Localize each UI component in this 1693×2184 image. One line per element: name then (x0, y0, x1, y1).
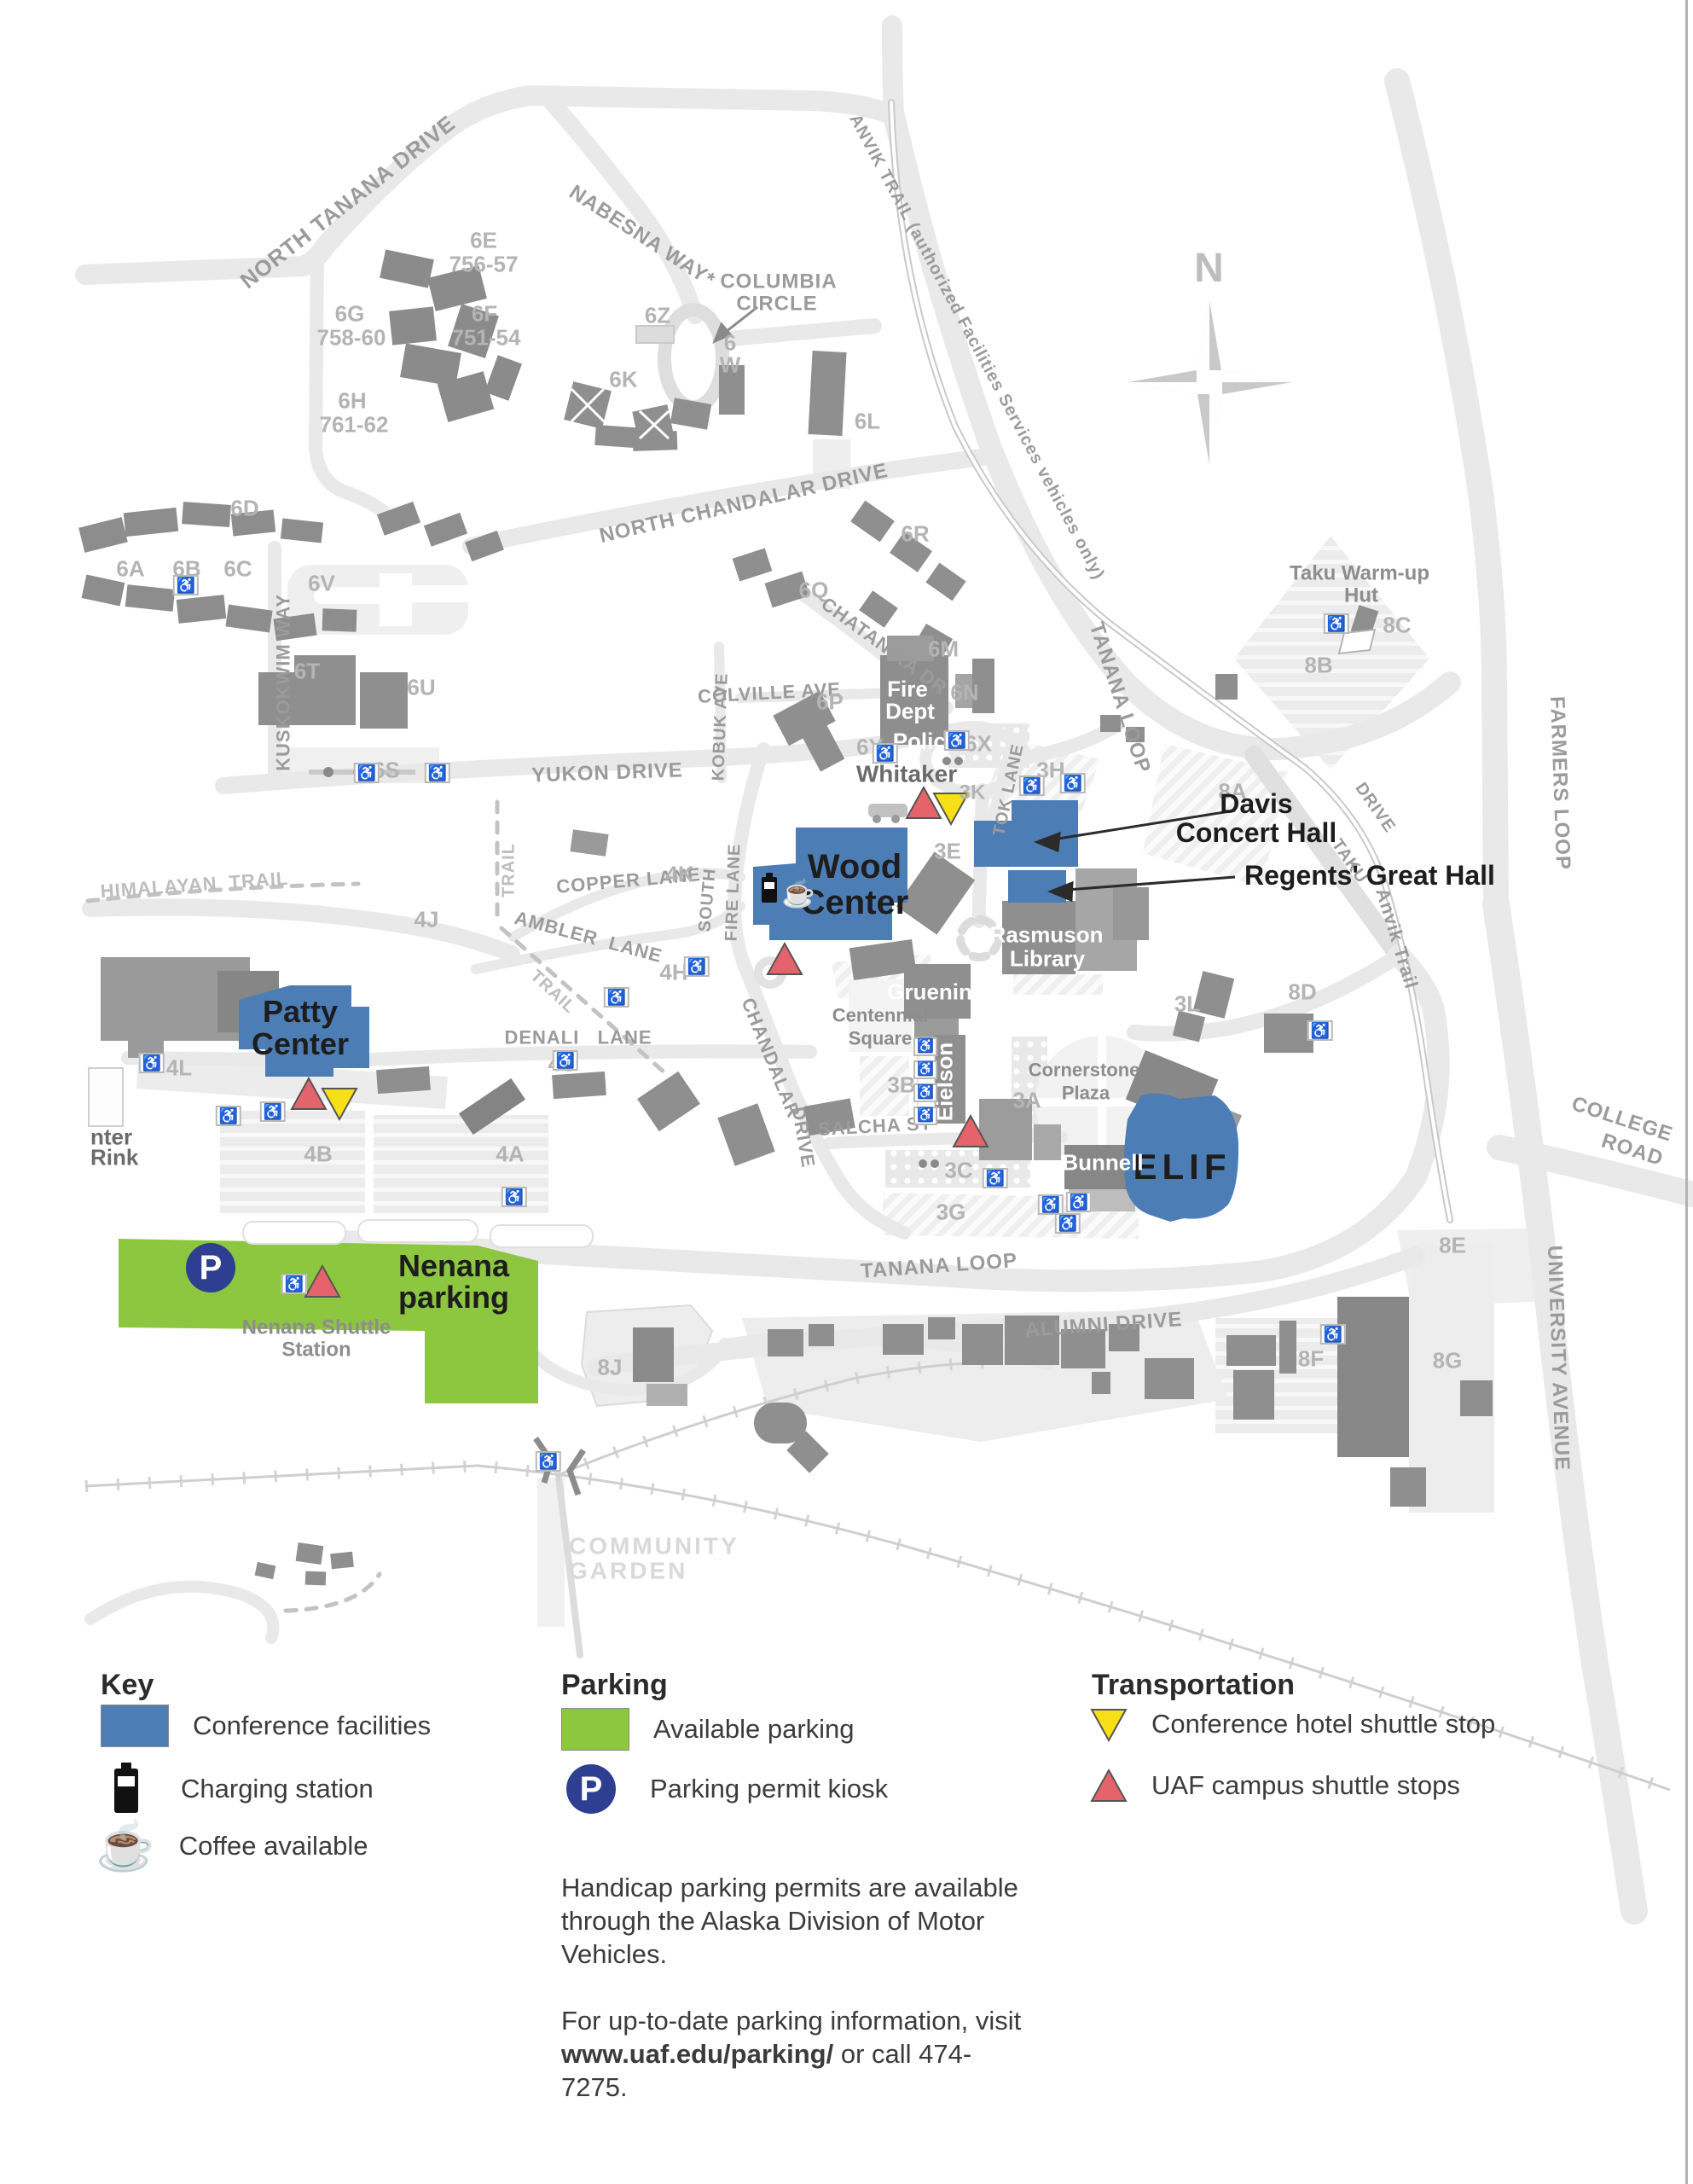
legend-row-campus-shuttle: UAF campus shuttle stops (1090, 1768, 1460, 1804)
rail-crossing-gate (566, 1449, 586, 1496)
motorcycle-parking-icon (919, 1159, 927, 1168)
legend-row-available-parking: Available parking (561, 1708, 855, 1751)
elif-building (1123, 1093, 1239, 1222)
parking-url[interactable]: www.uaf.edu/parking/ (561, 2039, 834, 2070)
legend-transportation-title: Transportation (1092, 1669, 1296, 1702)
motorcycle-parking-icon (942, 757, 951, 765)
chandalar-drive-road (728, 742, 911, 1240)
annotation-arrows (712, 305, 1236, 903)
patty-center-building (239, 985, 369, 1077)
battery-icon (114, 1763, 138, 1813)
legend-label: Charging station (181, 1774, 374, 1804)
uaf-shuttle-stop-marker (766, 941, 803, 975)
parking-kiosk-icon: P (566, 1764, 616, 1814)
handicap-note: Handicap parking permits are available t… (561, 1873, 1018, 1970)
taku-drive-road (1244, 746, 1408, 965)
wood-center-building (753, 828, 907, 940)
legend-row-charging: Charging station (111, 1763, 374, 1815)
north-tanana-drive-road (75, 85, 904, 285)
davis-concert-hall-building (974, 800, 1078, 867)
hotel-shuttle-icon (1090, 1709, 1128, 1742)
buildings-layer (78, 249, 1493, 1586)
legend-row-hotel-shuttle: Conference hotel shuttle stop (1090, 1706, 1495, 1742)
north-chandalar-drive-road (462, 448, 998, 555)
legend-label: Parking permit kiosk (650, 1774, 889, 1804)
columbia-circle (658, 303, 729, 414)
hotel-shuttle-stop-marker (321, 1088, 358, 1122)
uaf-shuttle-stop-marker (290, 1076, 328, 1110)
nabesna-way-road (537, 87, 704, 324)
denali-lane-road (121, 1044, 817, 1067)
conference-facilities-swatch (101, 1705, 169, 1747)
nenana-parking-area (119, 1239, 538, 1403)
university-avenue-road (1482, 891, 1648, 1925)
railroad (84, 1356, 1673, 1796)
note-text: or call 474-7275. (561, 2039, 972, 2103)
shuttle-bus-icon (868, 804, 907, 817)
coffee-icon: ☕ (96, 1819, 155, 1873)
compass-rose (1128, 300, 1292, 465)
legend-label: UAF campus shuttle stops (1151, 1770, 1460, 1800)
farmers-loop-road (1384, 68, 1509, 917)
legend-label: Coffee available (178, 1831, 368, 1861)
uaf-shuttle-stop-marker (952, 1113, 989, 1147)
legend-row-coffee: ☕ Coffee available (96, 1822, 368, 1870)
note-text: For up-to-date parking information, visi… (561, 2006, 1022, 2036)
legend-label: Conference hotel shuttle stop (1151, 1709, 1496, 1739)
uaf-shuttle-stop-marker (905, 785, 942, 819)
hotel-shuttle-stop-marker (932, 793, 970, 827)
kobuk-ave-road (714, 642, 727, 783)
roads-layer (75, 15, 1693, 1925)
available-parking-swatch (561, 1708, 629, 1751)
legend-label: Conference facilities (193, 1711, 432, 1740)
regents-great-hall-building (1008, 870, 1066, 903)
legend-label: Available parking (653, 1714, 855, 1744)
legend-row-conference: Conference facilities (101, 1705, 431, 1747)
college-road-road (1487, 1135, 1693, 1207)
charging-station-icon (762, 873, 777, 903)
uaf-shuttle-stop-marker (304, 1263, 341, 1298)
page-border (1685, 0, 1688, 2184)
rail-crossing-gate (533, 1437, 554, 1484)
legend-row-kiosk: P Parking permit kiosk (566, 1764, 888, 1814)
copper-lane-road (508, 868, 745, 942)
legend-key-title: Key (101, 1669, 154, 1702)
tanana-loop-road (883, 104, 1461, 761)
parking-info-note: For up-to-date parking information, visi… (561, 2004, 1022, 2104)
campus-shuttle-icon (1090, 1768, 1128, 1802)
legend-parking-title: Parking (561, 1669, 668, 1702)
